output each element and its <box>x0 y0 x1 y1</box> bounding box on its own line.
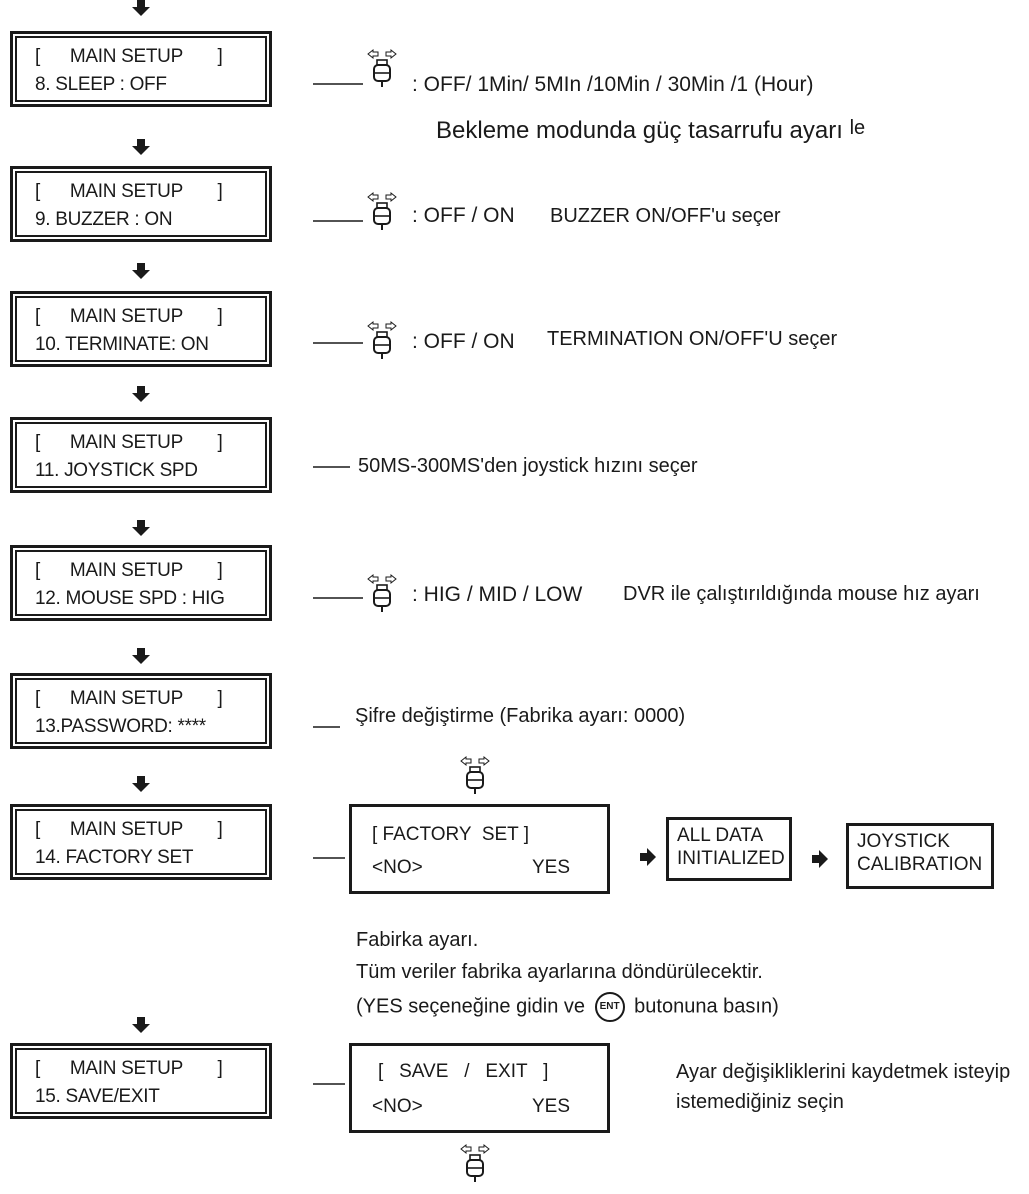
joystick-calibration-line1: JOYSTICK <box>857 831 950 852</box>
save-exit-title: [ SAVE / EXIT ] <box>378 1061 549 1082</box>
sleep-description: Bekleme modunda güç tasarrufu ayarı le <box>436 117 865 145</box>
right-arrow-icon <box>812 850 828 868</box>
all-data-initialized-box: ALL DATA INITIALIZED <box>666 817 792 881</box>
lcd-sleep: [ MAIN SETUP ] 8. SLEEP : OFF <box>10 31 272 107</box>
joystick-left-right-icon <box>367 574 397 613</box>
save-exit-yes-option: YES <box>532 1096 571 1117</box>
joystick-left-right-icon <box>367 49 397 88</box>
joystick-left-right-icon <box>367 192 397 231</box>
lcd-buzzer: [ MAIN SETUP ] 9. BUZZER : ON <box>10 166 272 242</box>
lcd-factory-set: [ MAIN SETUP ] 14. FACTORY SET <box>10 804 272 880</box>
save-exit-no-option: <NO> <box>372 1096 423 1117</box>
lcd-joystick-spd: [ MAIN SETUP ] 11. JOYSTICK SPD <box>10 417 272 493</box>
save-description-2: istemediğiniz seçin <box>676 1091 844 1113</box>
all-data-line1: ALL DATA <box>677 825 764 846</box>
lcd-item-label: 10. TERMINATE: ON <box>35 334 209 355</box>
lcd-header: [ MAIN SETUP ] <box>35 819 223 840</box>
mouse-options: : HIG / MID / LOW <box>412 583 583 606</box>
ent-button-icon: ENT <box>594 992 625 1022</box>
buzzer-options: : OFF / ON <box>412 204 515 227</box>
save-exit-dialog: [ SAVE / EXIT ] <NO> YES <box>349 1043 610 1133</box>
factory-note-3: (YES seçeneğine gidin ve ENT butonuna ba… <box>356 992 779 1022</box>
lcd-save-exit: [ MAIN SETUP ] 15. SAVE/EXIT <box>10 1043 272 1119</box>
right-arrow-icon <box>640 848 656 866</box>
factory-note-3b: butonuna basın) <box>634 995 779 1018</box>
lcd-item-label: 15. SAVE/EXIT <box>35 1086 160 1107</box>
lcd-password: [ MAIN SETUP ] 13.PASSWORD: **** <box>10 673 272 749</box>
lcd-header: [ MAIN SETUP ] <box>35 181 223 202</box>
down-arrow-icon <box>132 0 150 16</box>
down-arrow-icon <box>132 776 150 792</box>
mouse-description: DVR ile çalıştırıldığında mouse hız ayar… <box>623 583 980 605</box>
joystick-left-right-icon <box>460 756 490 795</box>
lcd-terminate: [ MAIN SETUP ] 10. TERMINATE: ON <box>10 291 272 367</box>
lcd-header: [ MAIN SETUP ] <box>35 1058 223 1079</box>
lcd-item-label: 13.PASSWORD: **** <box>35 716 206 737</box>
joystick-left-right-icon <box>367 321 397 360</box>
down-arrow-icon <box>132 520 150 536</box>
sleep-options: : OFF/ 1Min/ 5MIn /10Min / 30Min /1 (Hou… <box>412 73 814 96</box>
factory-set-dialog: [ FACTORY SET ] <NO> YES <box>349 804 610 894</box>
joystick-description: 50MS-300MS'den joystick hızını seçer <box>358 455 698 477</box>
all-data-line2: INITIALIZED <box>677 848 785 869</box>
lcd-item-label: 8. SLEEP : OFF <box>35 74 167 95</box>
lcd-item-label: 12. MOUSE SPD : HIG <box>35 588 225 609</box>
lcd-item-label: 9. BUZZER : ON <box>35 209 173 230</box>
joystick-calibration-box: JOYSTICK CALIBRATION <box>846 823 994 889</box>
lcd-header: [ MAIN SETUP ] <box>35 432 223 453</box>
down-arrow-icon <box>132 1017 150 1033</box>
down-arrow-icon <box>132 386 150 402</box>
factory-note-2: Tüm veriler fabrika ayarlarına döndürüle… <box>356 961 763 983</box>
terminate-description: TERMINATION ON/OFF'U seçer <box>547 328 838 350</box>
down-arrow-icon <box>132 263 150 279</box>
password-description: Şifre değiştirme (Fabrika ayarı: 0000) <box>355 705 686 727</box>
lcd-header: [ MAIN SETUP ] <box>35 46 223 67</box>
joystick-calibration-line2: CALIBRATION <box>857 854 983 875</box>
terminate-options: : OFF / ON <box>412 330 515 353</box>
factory-set-no-option: <NO> <box>372 857 423 878</box>
buzzer-description: BUZZER ON/OFF'u seçer <box>550 205 781 227</box>
lcd-header: [ MAIN SETUP ] <box>35 306 223 327</box>
down-arrow-icon <box>132 648 150 664</box>
sleep-description-text: Bekleme modunda güç tasarrufu ayarı <box>436 117 843 144</box>
factory-set-title: [ FACTORY SET ] <box>372 824 529 845</box>
lcd-header: [ MAIN SETUP ] <box>35 688 223 709</box>
joystick-left-right-icon <box>460 1144 490 1183</box>
factory-note-3a: (YES seçeneğine gidin ve <box>356 995 586 1018</box>
lcd-mouse-spd: [ MAIN SETUP ] 12. MOUSE SPD : HIG <box>10 545 272 621</box>
lcd-item-label: 14. FACTORY SET <box>35 847 194 868</box>
down-arrow-icon <box>132 139 150 155</box>
factory-set-yes-option: YES <box>532 857 571 878</box>
lcd-item-label: 11. JOYSTICK SPD <box>35 460 198 481</box>
save-description-1: Ayar değişikliklerini kaydetmek isteyip <box>676 1061 1011 1083</box>
sleep-description-tail: le <box>849 117 866 139</box>
factory-note-1: Fabirka ayarı. <box>356 929 479 951</box>
lcd-header: [ MAIN SETUP ] <box>35 560 223 581</box>
